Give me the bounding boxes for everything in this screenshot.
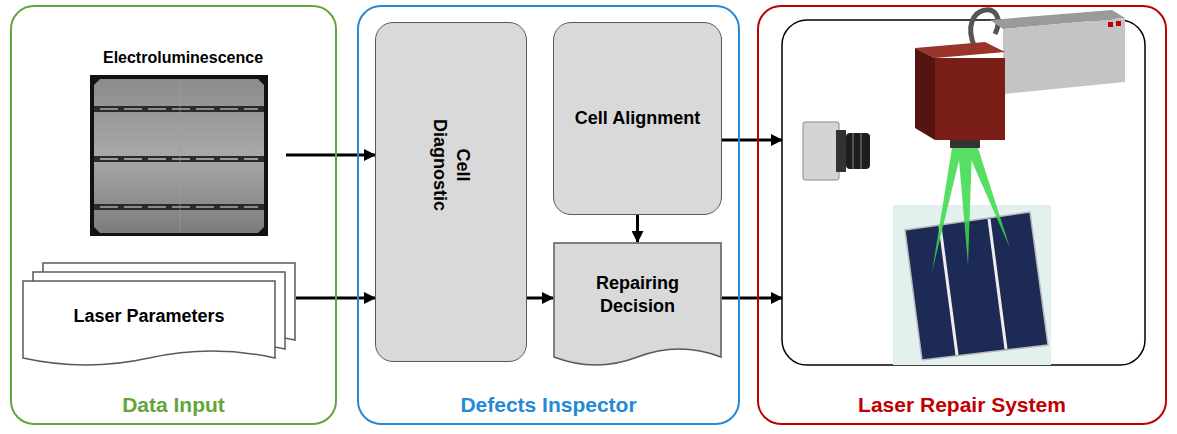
cell-busbar (989, 219, 1006, 349)
electroluminescence-image (90, 75, 268, 236)
connector-arrow (722, 139, 782, 142)
connector-arrow (527, 297, 553, 300)
laser-housing-side (1003, 18, 1125, 94)
panel-title: Data Input (16, 392, 331, 417)
el-frame (90, 75, 268, 236)
lens-ring (853, 133, 861, 169)
el-busbar-pads (100, 158, 258, 160)
cell-busbar (940, 226, 957, 355)
laser-head-icon (915, 10, 1125, 148)
document-box: Repairing Decision (553, 242, 722, 366)
vertical-label: Cell Diagnostic (428, 105, 475, 225)
camera-mount (836, 130, 846, 172)
camera-body (803, 122, 839, 180)
document-outline (554, 243, 721, 365)
laser-nozzle (950, 140, 980, 148)
document-label: Laser Parameters (31, 306, 267, 328)
cell-background (893, 205, 1051, 365)
laser-head-front (935, 58, 1005, 140)
el-crack (180, 80, 181, 232)
document-label: Repairing Decision (561, 272, 714, 319)
solar-cell (905, 212, 1048, 360)
laser-head-side (915, 48, 935, 140)
panel-title: Defects Inspector (363, 392, 734, 417)
el-busbar-pads (100, 108, 258, 110)
process-label: Cell Alignment (562, 107, 713, 130)
el-busbar (94, 106, 264, 112)
connector-arrow (286, 154, 375, 157)
el-busbar-pads (100, 206, 258, 208)
image-heading: Electroluminescence (80, 48, 286, 67)
group-panel: Data Input ElectroluminescenceLaser Param… (10, 5, 337, 425)
group-panel: Defects Inspector Cell Diagnostic Cell Ali… (357, 5, 740, 425)
el-busbar (94, 204, 264, 210)
beam-ray (932, 148, 962, 272)
laser-led (1116, 21, 1121, 26)
camera-lens (846, 133, 870, 169)
process-box: Cell Alignment (553, 22, 722, 215)
connector-arrow (636, 215, 639, 242)
el-busbar (94, 156, 264, 162)
solar-cell-icon (893, 205, 1051, 365)
el-cell (94, 79, 264, 233)
beam-ray (958, 148, 972, 265)
process-box: Cell Diagnostic (375, 22, 527, 362)
laser-beam (932, 148, 1010, 272)
document-stack: Laser Parameters (22, 262, 296, 366)
document-sheet (23, 281, 275, 365)
image-node: Electroluminescence (80, 44, 286, 238)
camera-icon (803, 122, 870, 180)
beam-ray (966, 148, 1010, 248)
connector-arrow (722, 297, 782, 300)
laser-led (1108, 22, 1113, 27)
panel-title: Laser Repair System (763, 392, 1161, 417)
group-panel: Laser Repair System (757, 5, 1167, 425)
